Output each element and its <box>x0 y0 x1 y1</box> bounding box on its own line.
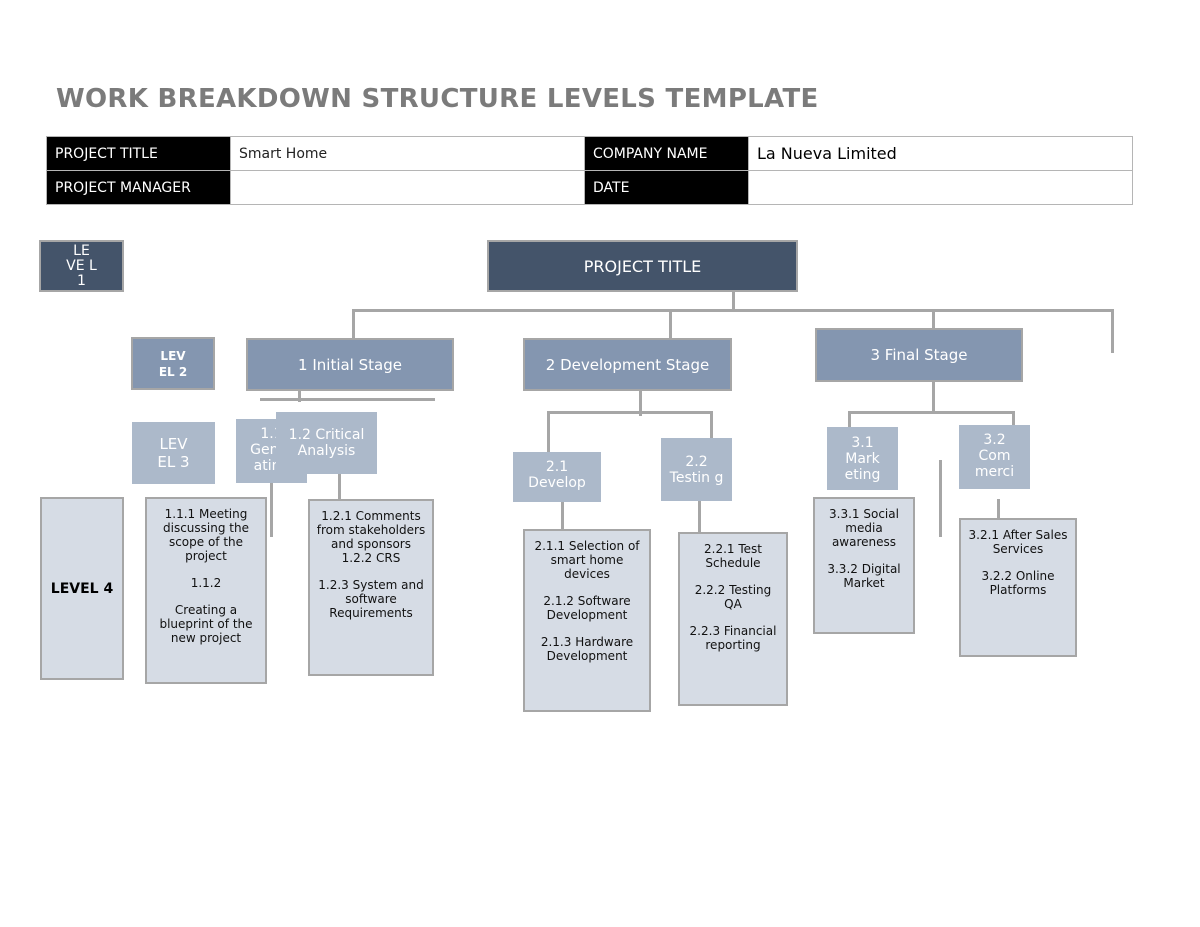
stage-1-text: 1 Initial Stage <box>298 355 402 374</box>
leaf-3-1-item: 3.3.2 Digital Market <box>827 562 901 590</box>
connector <box>352 309 1114 312</box>
stage-3-box: 3 Final Stage <box>815 328 1023 382</box>
leaf-2-2-item: 2.2.1 Test Schedule <box>704 542 762 570</box>
connector <box>260 398 435 401</box>
root-project-title-text: PROJECT TITLE <box>583 256 702 276</box>
task-1-2-box: 1.2 Critical Analysis <box>276 412 377 474</box>
leaf-3-1-item: 3.3.1 Social media awareness <box>829 507 899 549</box>
task-2-2-box: 2.2 Testin g <box>661 438 732 501</box>
stage-1-box: 1 Initial Stage <box>246 338 454 391</box>
root-project-title-box: PROJECT TITLE <box>487 240 798 292</box>
leaf-1-2-box: 1.2.1 Comments from stakeholders and spo… <box>308 499 434 676</box>
project-info-table: PROJECT TITLE Smart Home COMPANY NAME La… <box>46 136 1133 205</box>
connector <box>997 499 1000 519</box>
leaf-2-1-item: 2.1.2 Software Development <box>543 594 631 622</box>
level-2-text: LEV EL 2 <box>158 348 188 379</box>
leaf-3-2-box: 3.2.1 After Sales Services 3.2.2 Online … <box>959 518 1077 657</box>
project-title-value[interactable]: Smart Home <box>230 136 585 171</box>
connector <box>547 411 713 414</box>
leaf-2-1-item: 2.1.1 Selection of smart home devices <box>534 539 640 581</box>
leaf-2-2-item: 2.2.3 Financial reporting <box>689 624 777 652</box>
task-3-1-text: 3.1 Mark eting <box>844 434 881 483</box>
leaf-1-1-item: Creating a blueprint of the new project <box>159 603 253 645</box>
leaf-2-2-box: 2.2.1 Test Schedule 2.2.2 Testing QA 2.2… <box>678 532 788 706</box>
leaf-3-2-item: 3.2.1 After Sales Services <box>968 528 1068 556</box>
connector <box>932 381 935 413</box>
connector <box>547 411 550 453</box>
task-1-2-text: 1.2 Critical Analysis <box>288 427 365 459</box>
task-2-2-text: 2.2 Testin g <box>669 453 724 486</box>
level-1-text: LE VE L 1 <box>66 242 97 289</box>
task-3-2-text: 3.2 Com merci <box>974 432 1015 480</box>
connector <box>710 411 713 439</box>
leaf-1-1-item: 1.1.1 Meeting discussing the scope of th… <box>163 507 249 563</box>
leaf-3-2-item: 3.2.2 Online Platforms <box>981 569 1055 597</box>
task-3-1-box: 3.1 Mark eting <box>827 427 898 490</box>
connector <box>939 460 942 537</box>
connector <box>669 309 672 339</box>
level-4-label: LEVEL 4 <box>40 497 124 680</box>
connector <box>932 309 935 329</box>
connector <box>732 292 735 311</box>
connector <box>561 502 564 530</box>
leaf-2-1-item: 2.1.3 Hardware Development <box>540 635 634 663</box>
level-3-label: LEV EL 3 <box>132 422 215 484</box>
leaf-1-2-item: 1.2.3 System and software Requirements <box>318 578 424 620</box>
stage-2-box: 2 Development Stage <box>523 338 732 391</box>
level-2-label: LEV EL 2 <box>131 337 215 390</box>
leaf-3-1-box: 3.3.1 Social media awareness 3.3.2 Digit… <box>813 497 915 634</box>
date-value[interactable] <box>748 170 1133 205</box>
leaf-1-1-box: 1.1.1 Meeting discussing the scope of th… <box>145 497 267 684</box>
connector <box>1012 411 1015 426</box>
leaf-1-2-item: 1.2.1 Comments from stakeholders and spo… <box>316 509 426 565</box>
connector <box>848 411 1015 414</box>
connector <box>270 483 273 537</box>
task-2-1-box: 2.1 Develop <box>513 452 601 502</box>
connector <box>298 390 301 402</box>
connector <box>352 309 355 339</box>
leaf-2-1-box: 2.1.1 Selection of smart home devices 2.… <box>523 529 651 712</box>
task-2-1-text: 2.1 Develop <box>528 459 586 491</box>
date-label: DATE <box>584 170 749 205</box>
page-title: WORK BREAKDOWN STRUCTURE LEVELS TEMPLATE <box>56 84 819 114</box>
leaf-1-1-item: 1.1.2 <box>190 576 222 590</box>
stage-3-text: 3 Final Stage <box>870 346 968 364</box>
level-1-label: LE VE L 1 <box>39 240 124 292</box>
level-4-text: LEVEL 4 <box>50 580 114 597</box>
connector <box>848 411 851 428</box>
company-name-label: COMPANY NAME <box>584 136 749 171</box>
leaf-2-2-item: 2.2.2 Testing QA <box>694 583 772 611</box>
project-manager-value[interactable] <box>230 170 585 205</box>
connector <box>698 501 701 533</box>
company-name-value[interactable]: La Nueva Limited <box>748 136 1133 171</box>
connector <box>338 474 341 500</box>
task-3-2-box: 3.2 Com merci <box>959 425 1030 489</box>
project-manager-label: PROJECT MANAGER <box>46 170 231 205</box>
level-3-text: LEV EL 3 <box>157 435 190 471</box>
stage-2-text: 2 Development Stage <box>545 355 710 374</box>
connector <box>1111 309 1114 353</box>
connector <box>639 391 642 416</box>
project-title-label: PROJECT TITLE <box>46 136 231 171</box>
